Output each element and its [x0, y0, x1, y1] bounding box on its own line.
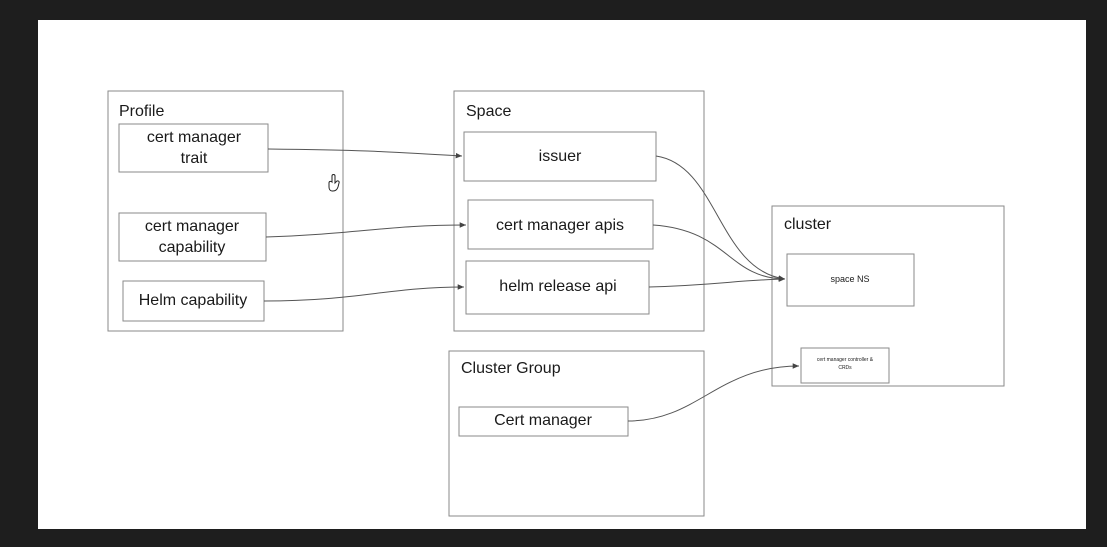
node-cert-manager-controller[interactable]: cert manager controller & CRDs — [800, 347, 890, 384]
profile-title: Profile — [119, 103, 164, 120]
edge-capability-to-cert-manager-apis — [265, 222, 467, 238]
node-cert-manager-apis-label: cert manager apis — [496, 217, 624, 234]
node-cert-manager-controller-line1: cert manager controller & — [817, 357, 874, 363]
edge-helm-release-api-to-space-ns — [648, 276, 786, 288]
node-issuer[interactable]: issuer — [463, 131, 657, 182]
diagram-canvas: Profile Space Cluster Group cluster cert… — [38, 20, 1086, 529]
node-cert-manager-capability[interactable]: cert manager capability — [118, 212, 267, 262]
edge-cert-manager-apis-to-space-ns — [652, 224, 786, 282]
edge-cert-manager-to-controller — [627, 363, 800, 422]
architecture-diagram: Profile Space Cluster Group cluster cert… — [107, 90, 1005, 517]
space-container: Space — [453, 90, 705, 332]
node-cert-manager-label: Cert manager — [494, 412, 592, 429]
node-cert-manager-controller-line2: CRDs — [838, 365, 852, 371]
node-cert-manager-trait[interactable]: cert manager trait — [118, 123, 269, 173]
node-cert-manager-capability-line1: cert manager — [145, 218, 240, 235]
cluster-title: cluster — [784, 216, 832, 233]
profile-container: Profile — [107, 90, 344, 332]
node-cert-manager[interactable]: Cert manager — [458, 406, 629, 437]
edge-helm-capability-to-helm-release-api — [263, 284, 465, 302]
node-helm-capability-label: Helm capability — [139, 292, 247, 309]
edge-trait-to-issuer — [267, 148, 463, 159]
space-title: Space — [466, 103, 511, 120]
node-helm-capability[interactable]: Helm capability — [122, 280, 265, 322]
node-cert-manager-trait-line2: trait — [181, 150, 208, 167]
node-space-ns[interactable]: space NS — [786, 253, 915, 307]
node-issuer-label: issuer — [539, 148, 582, 165]
node-helm-release-api[interactable]: helm release api — [465, 260, 650, 315]
node-cert-manager-capability-line2: capability — [159, 239, 226, 256]
cluster-group-container: Cluster Group — [448, 350, 705, 517]
node-cert-manager-apis[interactable]: cert manager apis — [467, 199, 654, 250]
node-cert-manager-trait-line1: cert manager — [147, 129, 242, 146]
cluster-group-title: Cluster Group — [461, 360, 561, 377]
hand-cursor-icon — [328, 174, 340, 192]
edge-issuer-to-space-ns — [655, 155, 786, 281]
cluster-container: cluster — [771, 205, 1005, 387]
node-helm-release-api-label: helm release api — [499, 278, 616, 295]
node-space-ns-label: space NS — [830, 274, 869, 284]
